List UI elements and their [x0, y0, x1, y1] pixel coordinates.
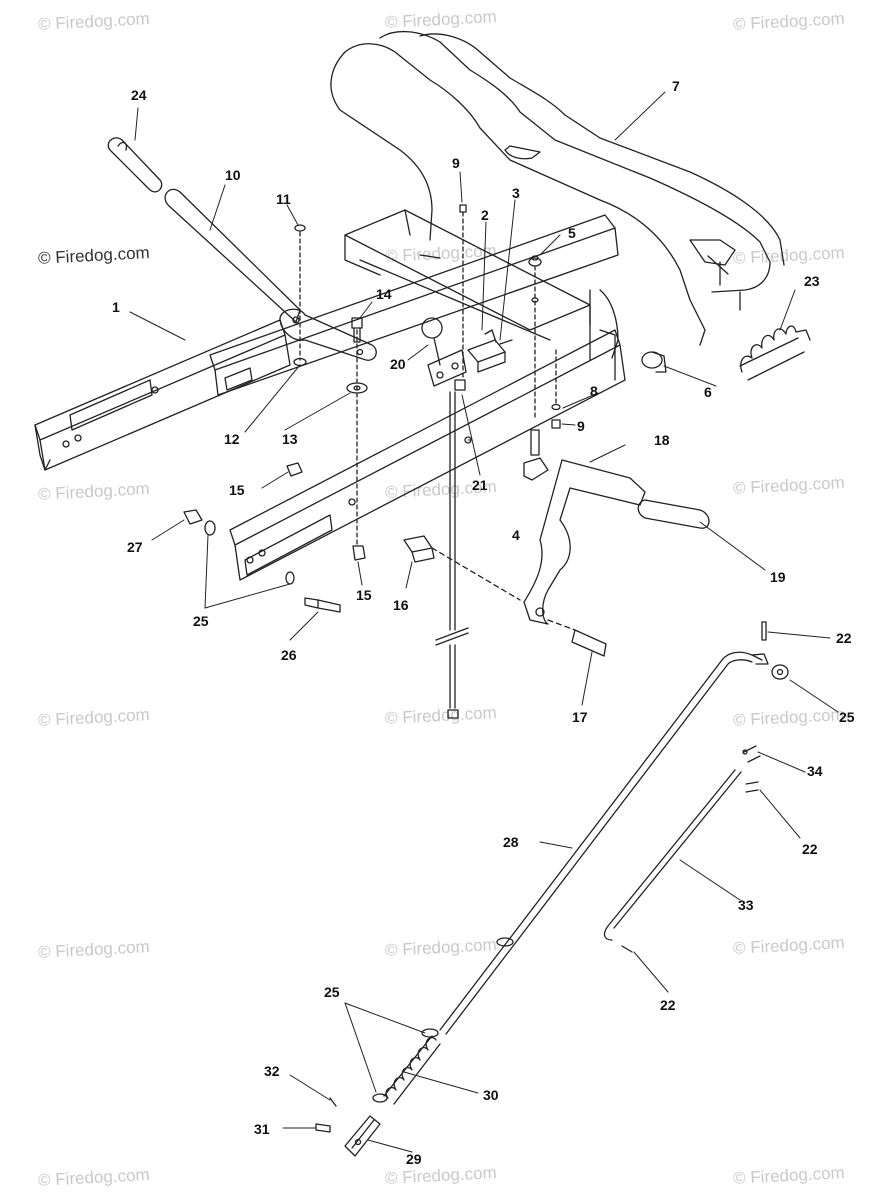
- part-9-screw-bottom: [551, 419, 561, 429]
- part-26-bolt: [304, 597, 341, 613]
- callout-22-top: 22: [836, 630, 852, 646]
- callout-18: 18: [654, 432, 670, 448]
- callout-30: 30: [483, 1087, 499, 1103]
- part-32-cotter: [329, 1097, 337, 1107]
- part-18-pedal-arm: [523, 459, 646, 625]
- callout-29: 29: [406, 1151, 422, 1167]
- callout-25-right: 25: [839, 709, 855, 725]
- callout-14: 14: [376, 286, 392, 302]
- callout-9-top: 9: [452, 155, 460, 171]
- callout-11: 11: [276, 191, 291, 207]
- callout-26: 26: [281, 647, 297, 663]
- part-28-rod: [439, 651, 769, 1035]
- part-22-pins-right: [745, 781, 759, 793]
- part-34-pins: [742, 745, 761, 763]
- part-25-washer-right: [771, 664, 789, 680]
- part-9-screw-top: [459, 204, 467, 381]
- part-11-washer: [294, 224, 306, 361]
- callout-9-bottom: 9: [577, 418, 585, 434]
- callout-12: 12: [224, 431, 240, 447]
- callout-24: 24: [131, 87, 147, 103]
- part-8-washer: [551, 349, 561, 411]
- part-22-pin-top: [761, 621, 767, 641]
- callout-15-top: 15: [229, 482, 245, 498]
- part-15-nut-bottom: [352, 545, 366, 561]
- part-5-nut: [528, 255, 542, 421]
- part-22-pin-lower: [621, 945, 633, 953]
- part-19-pad: [637, 499, 710, 529]
- callout-23: 23: [804, 273, 820, 289]
- part-21-nut: [454, 379, 466, 391]
- callout-21: 21: [472, 477, 488, 493]
- callout-17: 17: [572, 709, 588, 725]
- leader-lines: [129, 91, 839, 1153]
- part-10-lever: [164, 188, 377, 361]
- part-7-handle-bar: [330, 30, 785, 361]
- callout-22-lower: 22: [660, 997, 676, 1013]
- callout-22-right: 22: [802, 841, 818, 857]
- callout-28: 28: [503, 834, 519, 850]
- part-33-rod: [603, 769, 742, 941]
- callout-33: 33: [738, 897, 754, 913]
- callout-4: 4: [512, 527, 520, 543]
- part-15-nut-top: [286, 462, 303, 477]
- callout-16: 16: [393, 597, 409, 613]
- callout-5: 5: [568, 225, 576, 241]
- callout-20: 20: [390, 356, 406, 372]
- part-31-pin: [315, 1123, 331, 1133]
- part-4-latch: [523, 429, 549, 481]
- callout-27: 27: [127, 539, 143, 555]
- part-25-washer: [285, 571, 295, 585]
- callout-3: 3: [512, 185, 520, 201]
- callout-25-lower: 25: [324, 984, 340, 1000]
- callout-31: 31: [254, 1121, 270, 1137]
- part-29-clevis: [344, 1115, 381, 1157]
- part-27-nut: [183, 509, 216, 536]
- callout-13: 13: [282, 431, 298, 447]
- part-20-knob: [421, 317, 467, 387]
- cable-rod: [435, 391, 469, 719]
- part-17-bolt: [547, 619, 607, 657]
- callout-34: 34: [807, 763, 823, 779]
- part-16-bushing: [403, 535, 521, 601]
- part-23-spring: [739, 325, 811, 381]
- part-24-grip: [107, 137, 163, 193]
- callout-2: 2: [481, 207, 489, 223]
- callout-32: 32: [264, 1063, 280, 1079]
- callout-19: 19: [770, 569, 786, 585]
- callout-15-bottom: 15: [356, 587, 372, 603]
- callout-1: 1: [112, 299, 120, 315]
- callout-7: 7: [672, 78, 680, 94]
- part-6-plug: [641, 351, 667, 373]
- part-25-washer-lower: [372, 1028, 439, 1103]
- callout-8: 8: [590, 383, 598, 399]
- callout-6: 6: [704, 384, 712, 400]
- callout-25-left: 25: [193, 613, 209, 629]
- part-14-bolt: [351, 317, 363, 343]
- part-2-3-switch: [467, 329, 513, 373]
- callout-10: 10: [225, 167, 241, 183]
- part-1-frame: [34, 209, 626, 581]
- part-13-washer: [346, 329, 368, 546]
- part-30-spring: [383, 1035, 441, 1105]
